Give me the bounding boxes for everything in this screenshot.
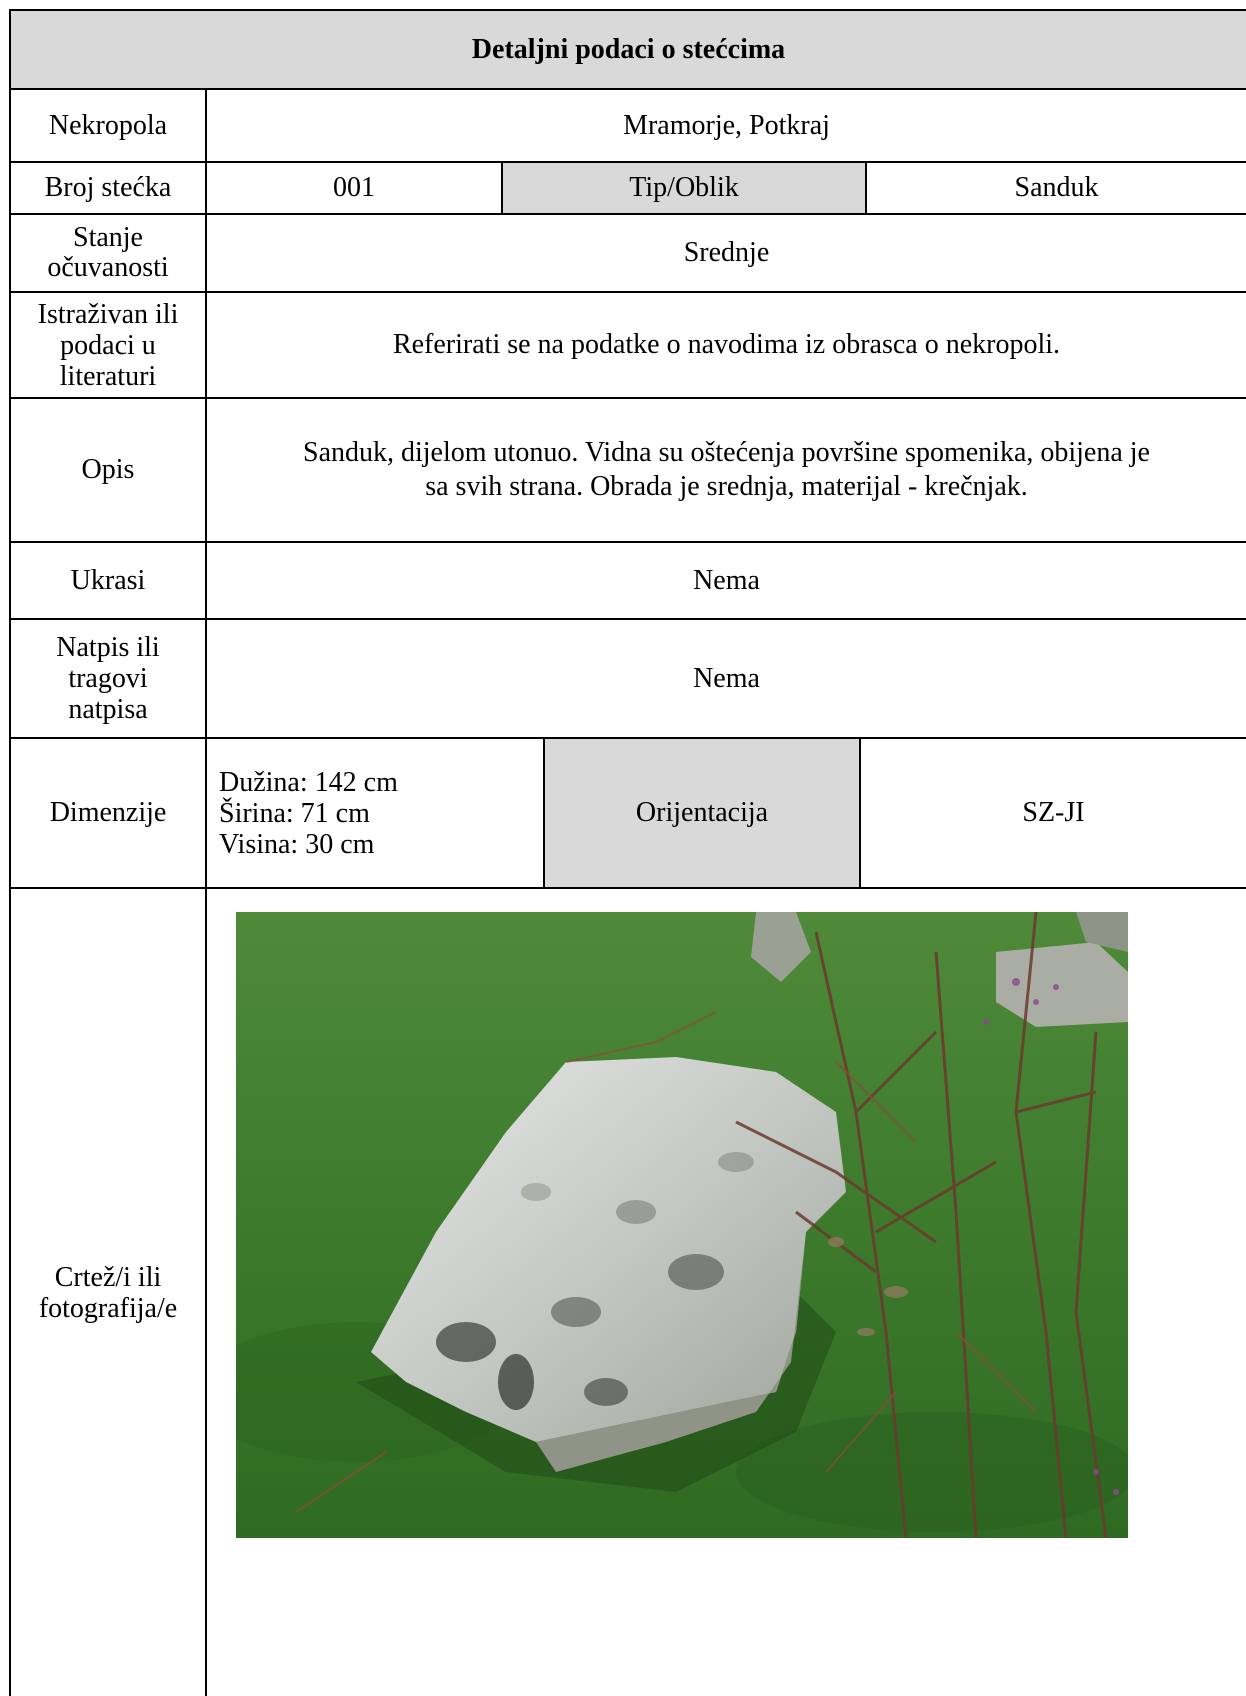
value-tip-oblik: Sanduk xyxy=(1014,172,1099,203)
divider xyxy=(9,737,1246,739)
label-line: natpisa xyxy=(68,694,148,725)
opis-line: sa svih strana. Obrada je srednja, mater… xyxy=(425,471,1028,502)
stecak-photo-icon xyxy=(236,912,1128,1538)
divider xyxy=(9,161,1246,163)
label-line: fotografija/e xyxy=(38,1292,178,1324)
value-nekropola: Mramorje, Potkraj xyxy=(623,109,830,141)
label-line: podaci u xyxy=(60,329,156,361)
value-opis: Sanduk, dijelom utonuo. Vidna su oštećen… xyxy=(207,399,1246,541)
label-line: literaturi xyxy=(59,360,157,392)
value-broj-stecka: 001 xyxy=(333,172,375,203)
stecak-photo xyxy=(236,912,1128,1538)
column-divider xyxy=(865,163,867,213)
value-stanje-ocuvanosti: Srednje xyxy=(683,237,770,268)
label-ukrasi: Ukrasi xyxy=(70,564,146,596)
label-istrazivan: Istraživan ili podaci u literaturi xyxy=(11,293,205,397)
column-divider xyxy=(205,88,207,1696)
label-line: tragovi xyxy=(68,663,148,694)
label-line: očuvanosti xyxy=(47,252,169,283)
label-dimenzije: Dimenzije xyxy=(49,797,167,828)
column-divider xyxy=(543,739,545,887)
label-stanje-ocuvanosti: Stanje očuvanosti xyxy=(11,215,205,291)
table-title: Detaljni podaci o stećcima xyxy=(11,11,1246,88)
divider xyxy=(9,88,1246,90)
divider xyxy=(9,291,1246,293)
divider xyxy=(9,541,1246,543)
label-line: Crtež/i ili xyxy=(54,1261,162,1293)
label-orijentacija: Orijentacija xyxy=(545,739,859,887)
label-natpis: Natpis ili tragovi natpisa xyxy=(11,620,205,737)
divider xyxy=(9,887,1246,889)
column-divider xyxy=(859,739,861,887)
stecak-record-sheet: Detaljni podaci o stećcima Nekropola Mra… xyxy=(9,9,1246,1696)
dimension-length: Dužina: 142 cm xyxy=(219,766,398,798)
dimension-height: Visina: 30 cm xyxy=(219,828,375,860)
label-line: Stanje xyxy=(73,222,143,253)
opis-line: Sanduk, dijelom utonuo. Vidna su oštećen… xyxy=(303,437,1150,468)
divider xyxy=(9,213,1246,215)
label-broj-stecka: Broj stećka xyxy=(44,172,172,203)
label-nekropola: Nekropola xyxy=(48,109,168,141)
label-line: Natpis ili xyxy=(56,632,160,663)
divider xyxy=(9,397,1246,399)
value-ukrasi: Nema xyxy=(693,564,760,596)
label-crtez-fotografija: Crtež/i ili fotografija/e xyxy=(11,889,205,1696)
value-orijentacija: SZ-JI xyxy=(1022,797,1085,828)
value-dimenzije: Dužina: 142 cm Širina: 71 cm Visina: 30 … xyxy=(207,739,543,887)
dimension-width: Širina: 71 cm xyxy=(219,797,370,829)
label-line: Istraživan ili xyxy=(37,298,179,330)
label-tip-oblik: Tip/Oblik xyxy=(503,163,865,213)
divider xyxy=(9,618,1246,620)
label-opis: Opis xyxy=(81,454,135,485)
value-natpis: Nema xyxy=(693,662,760,694)
column-divider xyxy=(501,163,503,213)
table-frame xyxy=(9,9,1246,1696)
value-istrazivan: Referirati se na podatke o navodima iz o… xyxy=(392,329,1061,360)
